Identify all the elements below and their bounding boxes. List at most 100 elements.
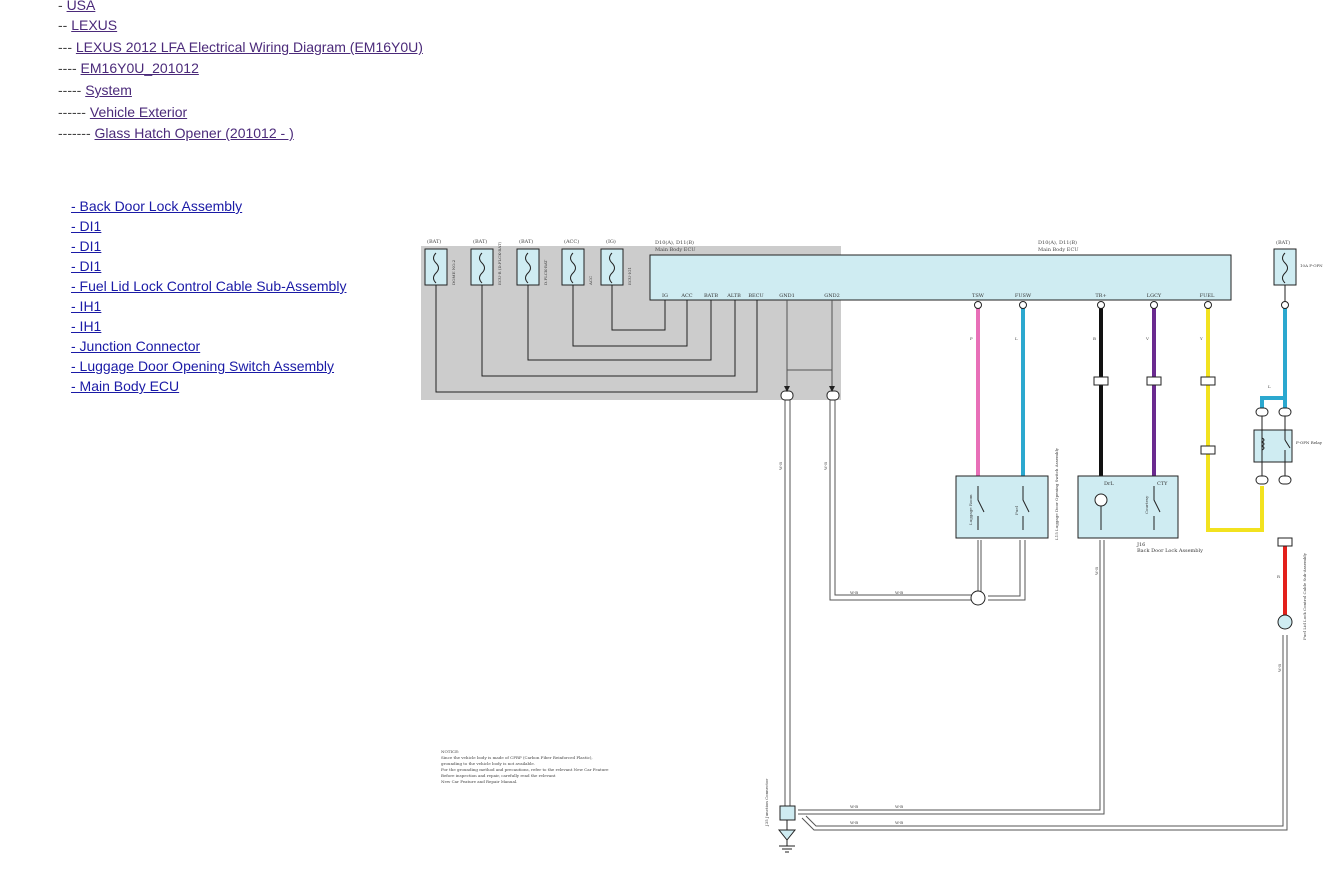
breadcrumb-link-wiring-diagram[interactable]: LEXUS 2012 LFA Electrical Wiring Diagram… bbox=[75, 39, 423, 55]
component-label: J35 Junction Connector bbox=[764, 779, 769, 827]
link-di1[interactable]: - DI1 bbox=[71, 218, 102, 234]
component-label: L15 Luggage Door Opening Switch Assembly bbox=[1054, 447, 1059, 540]
component-code: J16 bbox=[1136, 542, 1145, 548]
fuse-label: (BAT) bbox=[473, 238, 487, 245]
notice-line: Since the vehicle body is made of CFRP (… bbox=[441, 755, 593, 760]
pin-label: DrL bbox=[1104, 481, 1114, 487]
ecu-pin-label: ALTB bbox=[726, 293, 741, 299]
ecu-pin-label: BECU bbox=[748, 293, 763, 299]
wire-label: Y bbox=[1199, 336, 1203, 341]
link-junction-connector[interactable]: - Junction Connector bbox=[71, 338, 201, 354]
ecu-pin-label: BATB bbox=[704, 293, 718, 299]
wire-label: W-B bbox=[850, 804, 858, 809]
notice-line: grounding to the vehicle body is not ava… bbox=[441, 761, 535, 766]
wire-blue-relay bbox=[1260, 308, 1287, 408]
breadcrumb-prefix: --- bbox=[58, 39, 72, 55]
link-luggage-door-switch[interactable]: - Luggage Door Opening Switch Assembly bbox=[71, 358, 335, 374]
breadcrumb-lexus: -- LEXUS bbox=[58, 16, 117, 34]
breadcrumb-link-glass-hatch-opener[interactable]: Glass Hatch Opener (201012 - ) bbox=[94, 125, 294, 141]
junction-connector bbox=[779, 805, 796, 821]
fuse-name: ACC bbox=[588, 276, 593, 286]
link-ih1[interactable]: - IH1 bbox=[71, 318, 102, 334]
link-fuel-lid-lock-cable[interactable]: - Fuel Lid Lock Control Cable Sub-Assemb… bbox=[71, 278, 347, 294]
fuse-symbol bbox=[470, 248, 494, 286]
breadcrumb-prefix: ----- bbox=[58, 82, 82, 98]
link-back-door-lock-assembly[interactable]: - Back Door Lock Assembly bbox=[71, 198, 243, 214]
ecu-pin-label: FUSW bbox=[1015, 293, 1032, 299]
component-label: Fuel Lid Lock Control Cable Sub-Assembly bbox=[1302, 552, 1307, 640]
breadcrumb-prefix: ------ bbox=[58, 104, 86, 120]
wire-label: W-B bbox=[778, 462, 783, 470]
wire-label: W-B bbox=[850, 590, 858, 595]
f-opn-relay bbox=[1253, 429, 1293, 463]
main-body-ecu bbox=[649, 254, 1232, 301]
fuse-label: (BAT) bbox=[427, 238, 441, 245]
notice-line: NOTICE: bbox=[441, 749, 459, 754]
wire-label: L bbox=[1268, 384, 1271, 389]
ecu-pin-label: LGCY bbox=[1147, 293, 1162, 299]
ecu-connector-label: D10(A), D11(B) bbox=[655, 239, 694, 246]
wire-label: W-B bbox=[895, 804, 903, 809]
fuse-label: (ACC) bbox=[564, 238, 579, 245]
fuse-name: ECU-B (D.FLCK-BAT) bbox=[497, 241, 502, 285]
link-ih1[interactable]: - IH1 bbox=[71, 298, 102, 314]
wire-label: R bbox=[1277, 574, 1281, 579]
component-link-list: - Back Door Lock Assembly - DI1 - DI1 - … bbox=[71, 196, 346, 396]
wire-label: W-B bbox=[1277, 664, 1282, 672]
wire-label: W-B bbox=[895, 590, 903, 595]
breadcrumb-link-system[interactable]: System bbox=[85, 82, 132, 98]
fuse-label: (BAT) bbox=[1276, 239, 1290, 246]
wire-yellow bbox=[1206, 308, 1264, 532]
ecu-pin-label: ACC bbox=[680, 293, 692, 299]
breadcrumb-system: ----- System bbox=[58, 81, 132, 99]
wire-label: W-B bbox=[850, 820, 858, 825]
breadcrumb-wiring-diagram: --- LEXUS 2012 LFA Electrical Wiring Dia… bbox=[58, 38, 423, 56]
breadcrumb-vehicle-exterior: ------ Vehicle Exterior bbox=[58, 103, 187, 121]
link-di1[interactable]: - DI1 bbox=[71, 238, 102, 254]
switch-label: Fuel bbox=[1014, 505, 1019, 515]
back-door-lock-assembly bbox=[1077, 475, 1179, 539]
breadcrumb-glass-hatch-opener: ------- Glass Hatch Opener (201012 - ) bbox=[58, 124, 294, 142]
fuse-symbol bbox=[1273, 248, 1297, 286]
notice-block: NOTICE: Since the vehicle body is made o… bbox=[441, 749, 609, 784]
connector-pin bbox=[780, 390, 794, 401]
fuse-label: (BAT) bbox=[519, 238, 533, 245]
ecu-label: Main Body ECU bbox=[1038, 247, 1079, 253]
breadcrumb-prefix: - bbox=[58, 0, 63, 13]
breadcrumb-link-usa[interactable]: USA bbox=[66, 0, 96, 13]
ecu-pin-label: GND2 bbox=[824, 293, 840, 299]
motor-icon bbox=[1094, 493, 1108, 507]
ecu-pin-label: FUEL bbox=[1200, 293, 1215, 299]
breadcrumb-prefix: ---- bbox=[58, 60, 77, 76]
breadcrumb-usa: - USA bbox=[58, 0, 95, 14]
ecu-pin-label: TR+ bbox=[1095, 293, 1106, 299]
relay-label: F-OPN Relay bbox=[1296, 440, 1323, 445]
link-main-body-ecu[interactable]: - Main Body ECU bbox=[71, 378, 180, 394]
ecu-label: Main Body ECU bbox=[655, 247, 696, 253]
wire-label: P bbox=[970, 336, 973, 341]
ecu-pin-label: TSW bbox=[972, 293, 985, 299]
notice-line: New Car Feature and Repair Manual. bbox=[441, 779, 517, 784]
breadcrumb-link-vehicle-exterior[interactable]: Vehicle Exterior bbox=[89, 104, 188, 120]
link-di1[interactable]: - DI1 bbox=[71, 258, 102, 274]
fuse-name: ECU-IG1 bbox=[627, 267, 632, 285]
pin-label: CTY bbox=[1157, 481, 1168, 487]
wire-label: W-B bbox=[1094, 567, 1099, 575]
connector-pin bbox=[826, 390, 840, 401]
wire-label: B bbox=[1093, 336, 1096, 341]
fuse-label: (IG) bbox=[606, 238, 616, 245]
notice-line: For the grounding method and precautions… bbox=[441, 767, 609, 772]
breadcrumb-link-version[interactable]: EM16Y0U_201012 bbox=[80, 60, 199, 76]
breadcrumb-link-lexus[interactable]: LEXUS bbox=[71, 17, 118, 33]
wire-label: V bbox=[1145, 336, 1149, 341]
notice-line: Before inspection and repair, carefully … bbox=[441, 773, 556, 778]
fuse-name: 10A F-OPN bbox=[1300, 263, 1323, 268]
luggage-door-switch-assembly bbox=[955, 475, 1049, 539]
fuse-symbol bbox=[516, 248, 540, 286]
wire-label: W-B bbox=[895, 820, 903, 825]
switch-label: Luggage Room bbox=[968, 494, 973, 525]
wire-label: W-B bbox=[823, 462, 828, 470]
ecu-pin-label: IG bbox=[662, 293, 668, 299]
component-label: Back Door Lock Assembly bbox=[1137, 548, 1203, 554]
